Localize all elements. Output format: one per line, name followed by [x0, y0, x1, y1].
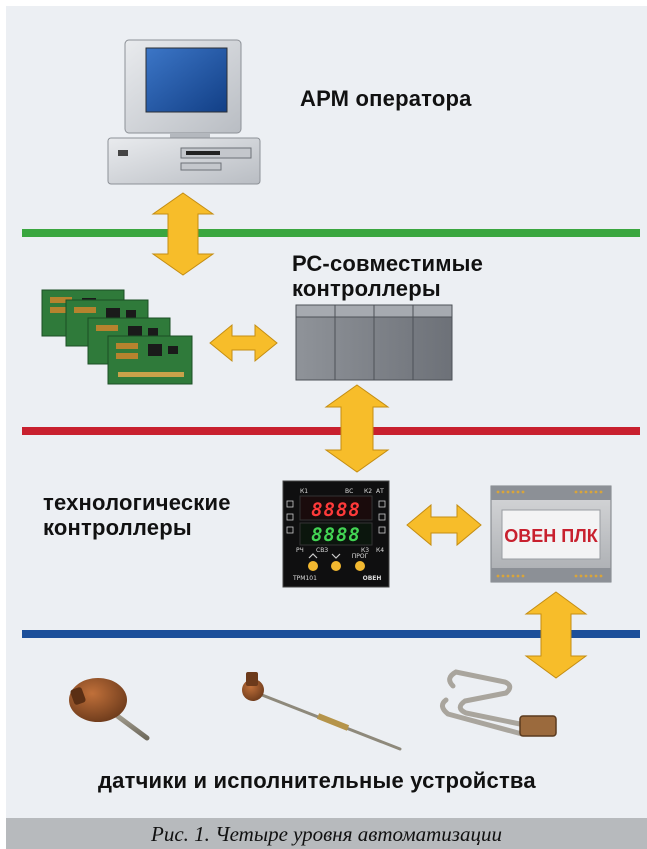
controller-indicator-2: ВС: [345, 488, 353, 495]
controller-indicator-7: К3: [361, 547, 369, 554]
circuit-boards-icon: [41, 289, 193, 385]
probe-sensor-icon: [242, 672, 402, 751]
caption-bar: Рис. 1. Четыре уровня автоматизации: [6, 818, 647, 849]
controller-indicator-1: К1: [300, 488, 308, 495]
divider-blue: [22, 630, 640, 638]
divider-green: [22, 229, 640, 237]
temperature-sensor-icon: [69, 678, 150, 741]
controller-display-top: 8888: [311, 499, 361, 521]
controller-model-label: ТРМ101: [292, 575, 317, 582]
tech-controllers-label: технологические контроллеры: [43, 490, 231, 541]
controller-indicator-5: РЧ: [296, 547, 304, 554]
arrow-horizontal-1: [209, 323, 278, 363]
controller-indicator-3: К2: [364, 488, 372, 495]
tech-controllers-line-2: контроллеры: [43, 515, 192, 541]
controller-brand-label: ОВЕН: [363, 575, 382, 582]
pc-controllers-line-1: РС-совместимые: [292, 251, 484, 276]
sensors-actuators-label: датчики и исполнительные устройства: [98, 768, 536, 793]
arrow-vertical-2: [324, 384, 390, 473]
controller-prog-label: ПРОГ: [352, 553, 369, 560]
computer-icon: [107, 39, 261, 185]
operator-workstation-label: АРМ оператора: [300, 86, 472, 111]
pc-controller-rack-icon: [295, 304, 453, 381]
trm101-controller-icon: [282, 480, 390, 588]
arrow-vertical-3: [524, 591, 588, 679]
heating-element-icon: [440, 669, 557, 737]
pc-controllers-label: РС-совместимые контроллеры: [292, 251, 483, 302]
tech-controllers-line-1: технологические: [43, 490, 231, 515]
controller-display-bottom: 8888: [311, 524, 361, 546]
controller-indicator-8: К4: [376, 547, 384, 554]
arrow-vertical-1: [151, 192, 215, 276]
pc-controllers-line-2: контроллеры: [292, 276, 441, 302]
controller-indicator-6: СВЗ: [316, 547, 328, 554]
plc-label: ОВЕН ПЛК: [504, 526, 599, 546]
up-button-icon: [308, 561, 318, 571]
divider-red: [22, 427, 640, 435]
arrow-horizontal-2: [406, 503, 482, 547]
controller-indicator-4: АТ: [376, 488, 384, 495]
oven-plc-icon: [490, 485, 612, 583]
figure-caption: Рис. 1. Четыре уровня автоматизации: [151, 822, 502, 846]
